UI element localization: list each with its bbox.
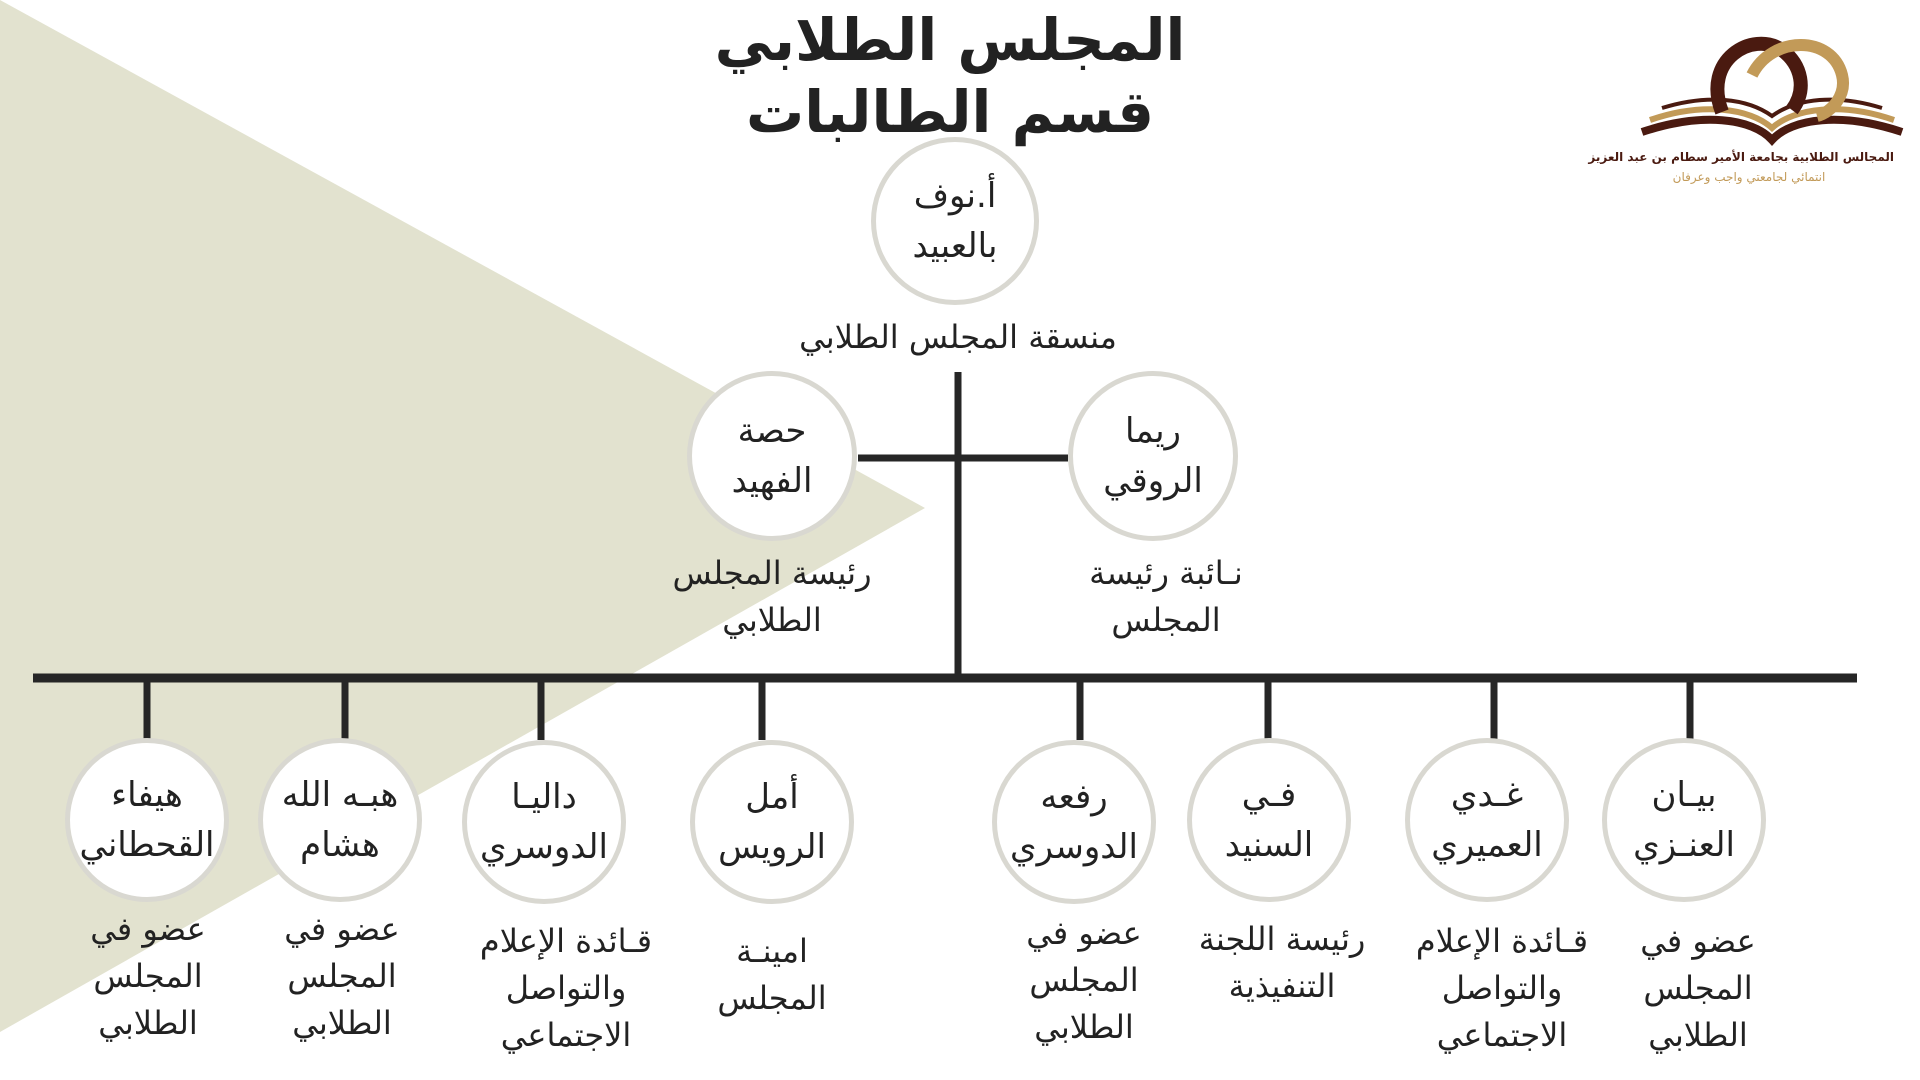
coordinator-circle: أ.نوف بالعبيد: [871, 137, 1039, 305]
member-role-ghadi: قـائدة الإعلام والتواصل الاجتماعي: [1415, 922, 1589, 1054]
title-line-1: المجلس الطلابي: [714, 6, 1186, 74]
title-line-2: قسم الطالبات: [745, 78, 1155, 146]
member-drops: [143, 678, 1694, 740]
coordinator-name-1: أ.نوف: [913, 176, 997, 216]
member-role-dalia: قـائدة الإعلام والتواصل الاجتماعي: [479, 922, 653, 1054]
member-role-rafaa: عضو في المجلس الطلابي: [1026, 914, 1142, 1046]
leader-circle-hessa: حصة الفهيد: [687, 371, 857, 541]
member-circle-dalia: داليـا الدوسري: [462, 740, 626, 904]
member-circle-amal: أمل الرويس: [690, 740, 854, 904]
member-circle-ghadi: غـدي العميري: [1405, 738, 1569, 902]
logo-text-slogan: انتمائي لجامعتي واجب وعرفان: [1672, 170, 1826, 184]
leader-role-reema: نـائبة رئيسة المجلس: [1089, 554, 1243, 639]
member-circle-hebatallah: هبـه الله هشام: [258, 738, 422, 902]
background-triangle: [0, 0, 925, 1032]
member-role-hebatallah: عضو في المجلس الطلابي: [284, 910, 400, 1042]
leader-role-hessa: رئيسة المجلس الطلابي: [672, 554, 872, 639]
open-book-logo-icon: [1640, 36, 1904, 146]
member-circle-fay: فـي السنيد: [1187, 738, 1351, 902]
member-role-bayan: عضو في المجلس الطلابي: [1640, 922, 1756, 1054]
leader-circle-reema: ريما الروقي: [1068, 371, 1238, 541]
page-title: المجلس الطلابي قسم الطالبات: [700, 4, 1200, 148]
member-role-amal: امينـة المجلس: [717, 932, 827, 1017]
member-circle-bayan: بيـان العنـزي: [1602, 738, 1766, 902]
council-logo: المجالس الطلابية بجامعة الأمير سطام بن ع…: [1588, 20, 1912, 195]
coordinator-name-2: بالعبيد: [912, 226, 998, 266]
member-role-haifa: عضو في المجلس الطلابي: [90, 910, 206, 1042]
member-circle-haifa: هيفاء القحطاني: [65, 738, 229, 902]
member-circle-rafaa: رفعه الدوسري: [992, 740, 1156, 904]
logo-text-main: المجالس الطلابية بجامعة الأمير سطام بن ع…: [1588, 150, 1894, 164]
member-role-fay: رئيسة اللجنة التنفيذية: [1198, 920, 1366, 1005]
coordinator-role: منسقة المجلس الطلابي: [799, 318, 1117, 356]
